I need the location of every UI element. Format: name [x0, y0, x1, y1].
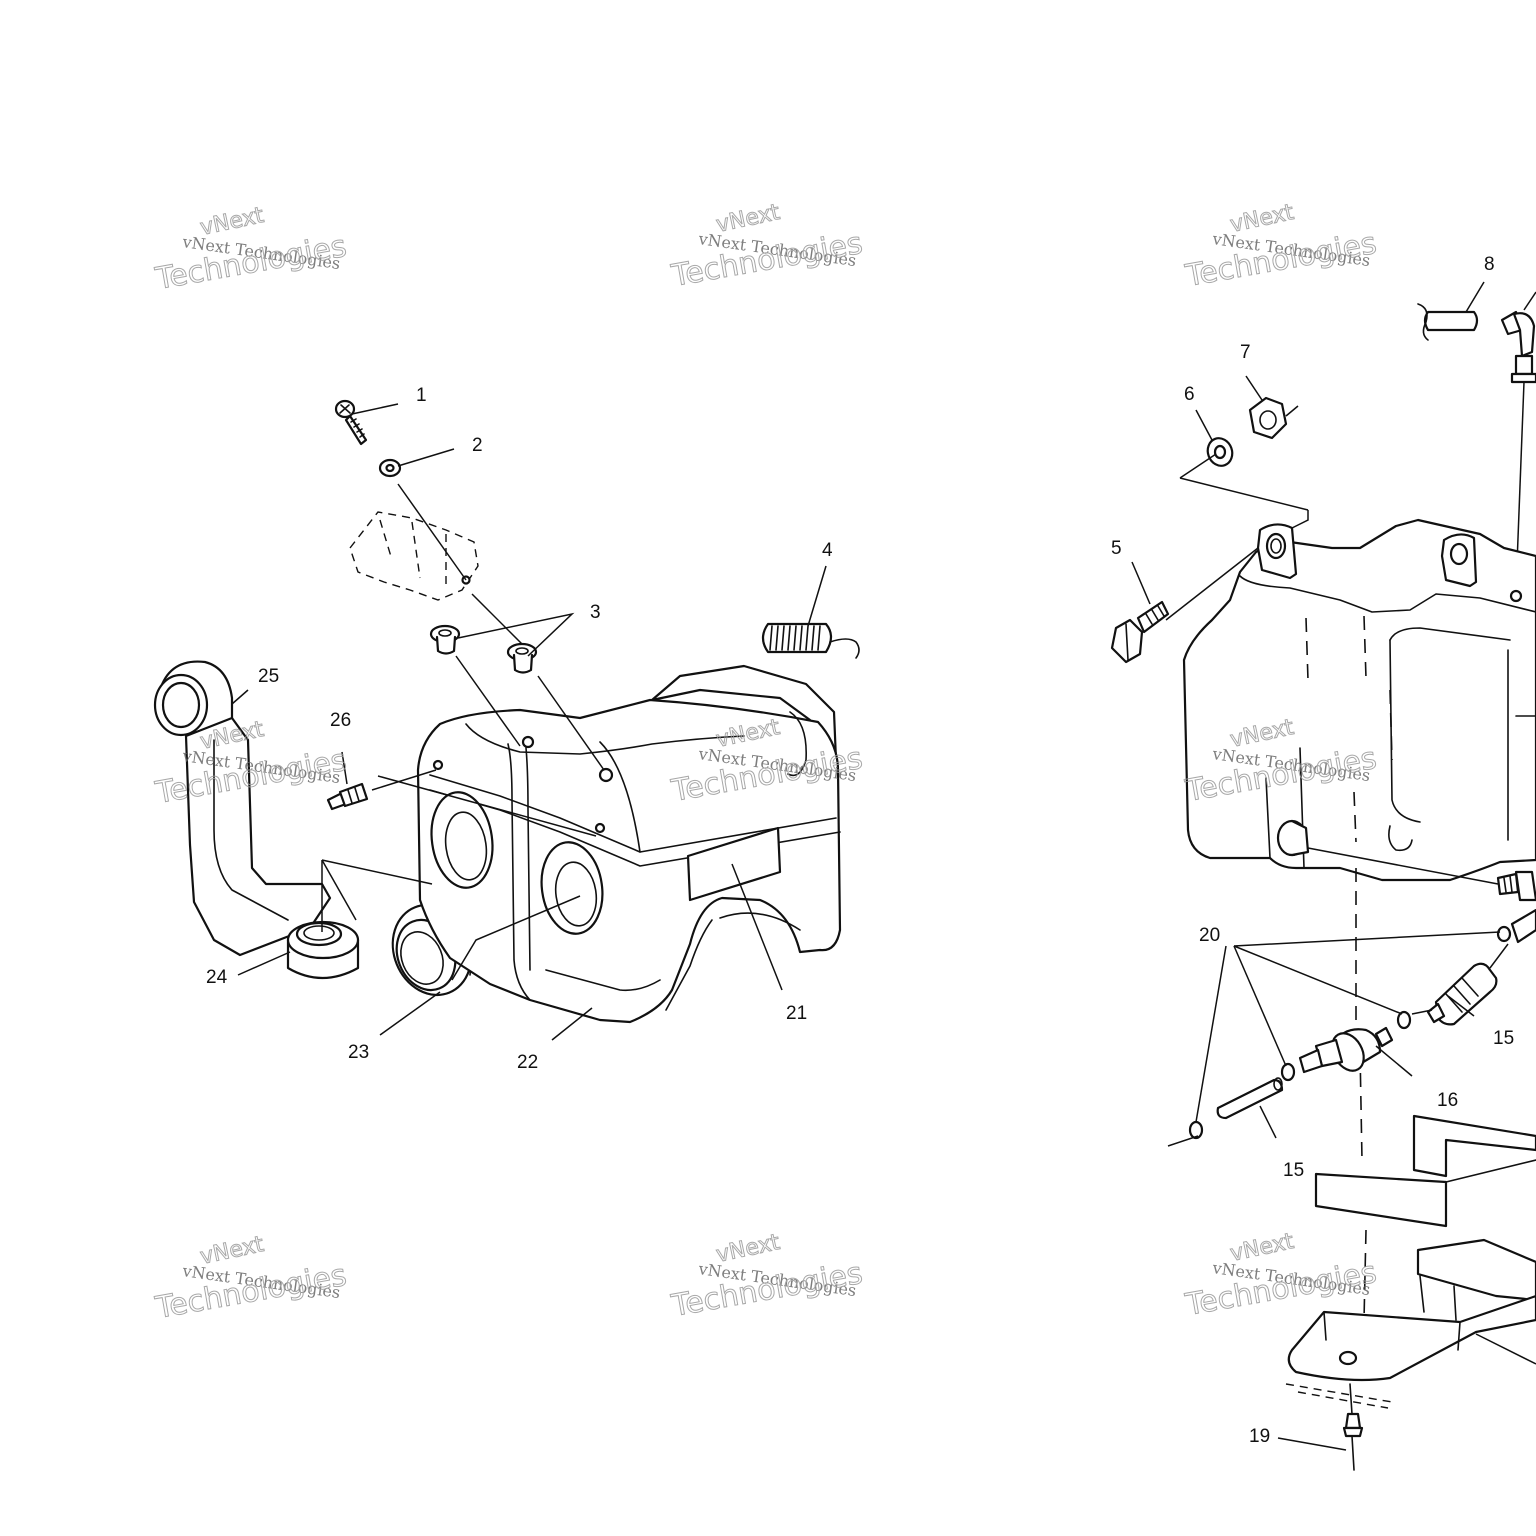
callout-15-upper: 15 [1493, 1028, 1514, 1049]
callout-15-lower: 15 [1283, 1160, 1304, 1181]
callout-2: 2 [472, 435, 483, 456]
part-2-washer [378, 458, 402, 478]
dashed-bracket-outline [349, 511, 479, 601]
svg-text:Technologies: Technologies [1182, 226, 1379, 294]
callout-23: 23 [348, 1042, 369, 1063]
watermark: vNext vNext Technologies Technologies [668, 1229, 866, 1324]
part-24-cap [286, 920, 360, 979]
callout-25: 25 [258, 666, 279, 687]
part-16-fuel-filter [1298, 1026, 1394, 1074]
callout-20: 20 [1199, 925, 1220, 946]
callout-7: 7 [1240, 342, 1251, 363]
part-6-washer [1206, 437, 1234, 467]
callout-6: 6 [1184, 384, 1195, 405]
part-26-fitting [326, 751, 369, 811]
callout-21: 21 [786, 1003, 807, 1024]
callout-3: 3 [590, 602, 601, 623]
callout-labels: 1 2 3 4 25 26 24 23 22 21 8 7 6 5 20 15 … [206, 254, 1514, 1447]
part-19-drain-screw [1342, 1383, 1364, 1471]
callout-19: 19 [1249, 1426, 1270, 1447]
part-7-nut [1248, 396, 1299, 440]
svg-text:Technologies: Technologies [152, 1258, 349, 1326]
watermark: vNext vNext Technologies Technologies [152, 202, 350, 297]
callout-22: 22 [517, 1052, 538, 1073]
part-5-bolt [1110, 600, 1170, 664]
part-4-spring [761, 622, 860, 659]
callout-26: 26 [330, 710, 351, 731]
watermark: vNext vNext Technologies Technologies [668, 199, 866, 294]
oil-tank-bracket [1285, 1114, 1536, 1409]
callout-24: 24 [206, 967, 228, 988]
part-22-airbox [416, 664, 842, 1024]
oil-tank-assembly [1110, 303, 1536, 1471]
svg-text:Technologies: Technologies [668, 226, 865, 294]
svg-text:Technologies: Technologies [152, 229, 349, 297]
callout-4: 4 [822, 540, 833, 561]
watermark: vNext vNext Technologies Technologies [1182, 1228, 1380, 1323]
callout-16: 16 [1437, 1090, 1458, 1111]
callout-5: 5 [1111, 538, 1122, 559]
part-20-clamps [1167, 908, 1536, 1147]
part-15-filter-upper [1411, 943, 1509, 1026]
part-21-label [686, 826, 782, 902]
callout-leaders [231, 281, 1536, 1451]
part-1-screw [334, 399, 368, 446]
airbox-assembly [153, 399, 860, 1024]
part-25-intake-hose [153, 660, 332, 957]
callout-8: 8 [1484, 254, 1495, 275]
part-15-tube-lower [1216, 1077, 1284, 1120]
watermark: vNext vNext Technologies Technologies [1182, 199, 1380, 294]
watermark: vNext vNext Technologies Technologies [152, 1231, 350, 1326]
oil-line-fitting [1496, 870, 1536, 902]
svg-text:Technologies: Technologies [668, 1256, 865, 1324]
oil-tank [1182, 518, 1536, 885]
callout-1: 1 [416, 385, 427, 406]
